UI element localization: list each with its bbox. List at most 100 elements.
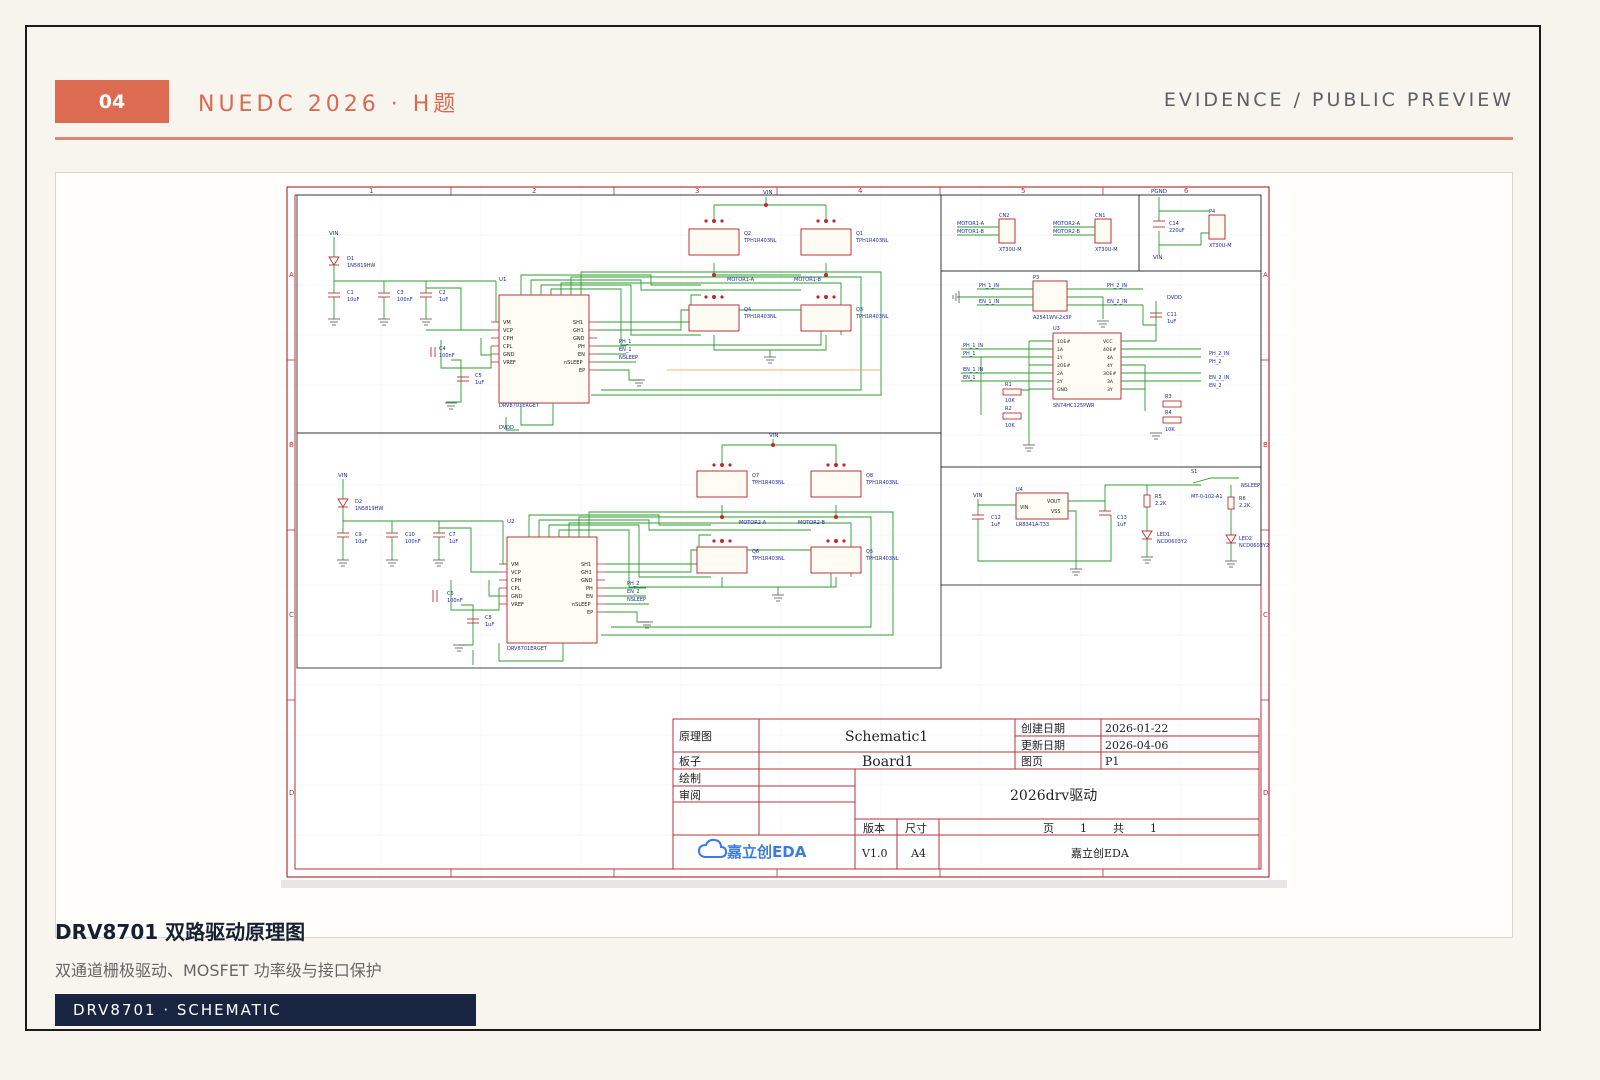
u2-pin-gh1: GH1 [581, 570, 592, 576]
jlc-eda-logo: 嘉立创EDA [697, 838, 807, 861]
resistor-r2 [1002, 412, 1022, 420]
c5-label: C5 [475, 373, 482, 379]
d1-part: 1N5819HW [347, 263, 375, 269]
motor1-b-netlabel: MOTOR1-B [794, 277, 822, 283]
u3-pin-4y: 4Y [1107, 363, 1113, 369]
pgnd-label: PGND [1151, 189, 1167, 195]
figure-caption-title: DRV8701 双路驱动原理图 [55, 920, 306, 944]
u3-ph2-in: PH_2_IN [1209, 351, 1229, 357]
q7-part: TPH1R403NL [751, 480, 785, 486]
u1-part: DRV8701ERGET [499, 403, 540, 409]
u1-pin-ph: PH [578, 344, 585, 350]
d2-label: D2 [355, 499, 362, 505]
u3-pin-1oe: 1OE# [1057, 339, 1070, 345]
c6-label: C6 [447, 591, 454, 597]
tb-value-schematic: Schematic1 [845, 729, 928, 745]
regulator-section: VIN U4 LR8341A-T33 VIN VOUT VSS [972, 469, 1269, 576]
reg-vin-label: VIN [973, 493, 983, 499]
c1-label: C1 [347, 290, 354, 296]
c4-value: 100nF [439, 353, 455, 359]
row-label-a: A [289, 271, 294, 279]
c14-value: 220uF [1169, 228, 1185, 234]
c8-value: 1uF [485, 622, 494, 628]
c9-value: 10uF [355, 539, 368, 545]
header-right-label: EVIDENCE / PUBLIC PREVIEW [1163, 89, 1514, 111]
driver-u1-section: VIN D1 1N5819HW C1 10uF C3 100nF C2 1uF [328, 190, 889, 431]
pgnd-vin-label: VIN [1153, 255, 1163, 261]
page-number-badge: 04 [55, 80, 169, 123]
motor-connectors: MOTOR1-A MOTOR1-B MOTOR2-A MOTOR2-B CN2 … [957, 213, 1118, 253]
p3-ph1-in: PH_1_IN [979, 283, 999, 289]
c14-label: C14 [1169, 221, 1179, 227]
q6-part: TPH1R403NL [751, 556, 785, 562]
diode-d1 [328, 256, 340, 266]
tb-label-version: 版本 [863, 821, 885, 835]
tb-label-created: 创建日期 [1021, 721, 1065, 735]
tb-doc-title: 2026drv驱动 [1010, 788, 1097, 804]
u2-vin-label: VIN [338, 473, 348, 479]
c8-label: C8 [485, 615, 492, 621]
u3-pin-gnd: GND [1057, 387, 1068, 393]
motor1-a-netlabel: MOTOR1-A [727, 277, 755, 283]
cn2-net-a: MOTOR1-A [957, 221, 985, 227]
col-label-3: 3 [695, 187, 699, 195]
cn1-net-a: MOTOR2-A [1053, 221, 1081, 227]
q3-part: TPH1R403NL [855, 314, 889, 320]
u2-pin-vcp: VCP [511, 570, 521, 576]
q8-part: TPH1R403NL [865, 480, 899, 486]
tb-company: 嘉立创EDA [1071, 846, 1130, 860]
led1-label: LED1 [1157, 532, 1170, 538]
row-label-a-right: A [1263, 271, 1268, 279]
c7-label: C7 [449, 532, 456, 538]
u3-pin-1y: 1Y [1057, 355, 1063, 361]
u4-pin-vss: VSS [1051, 509, 1060, 515]
col-label-2: 2 [532, 187, 536, 195]
u3-pin-3oe: 3OE# [1103, 371, 1116, 377]
u1-en1-netlabel: EN_1 [619, 347, 632, 353]
p3-ph2-in: PH_2_IN [1107, 283, 1127, 289]
c6-value: 100nF [447, 598, 463, 604]
c1-value: 10uF [347, 297, 360, 303]
c2-label: C2 [439, 290, 446, 296]
u1-vin-label: VIN [329, 231, 339, 237]
u1-ph1-netlabel: PH_1 [619, 339, 631, 345]
tb-value-page: P1 [1105, 755, 1119, 768]
led2-part: NCD0603Y2 [1239, 543, 1269, 549]
c3-label: C3 [397, 290, 404, 296]
q1-part: TPH1R403NL [855, 238, 889, 244]
p3-part: A2541WV-2x3P [1033, 315, 1071, 321]
tb-label-pages: 页 [1043, 822, 1054, 835]
u1-pin-gnd: GND [503, 352, 515, 358]
u4-pin-vout: VOUT [1047, 499, 1060, 505]
u3-en2-in: EN_2_IN [1209, 375, 1230, 381]
u1-dvdd-netlabel: DVDD [499, 425, 514, 431]
c12-value: 1uF [991, 522, 1000, 528]
tb-value-created: 2026-01-22 [1105, 722, 1168, 735]
header-title: NUEDC 2026 · H题 [198, 92, 460, 117]
tb-value-total: 1 [1150, 822, 1157, 835]
cn1-net-b: MOTOR2-B [1053, 229, 1081, 235]
tb-label-size: 尺寸 [905, 821, 927, 835]
mosfet-q8 [810, 470, 862, 498]
u2-pin-vm: VM [511, 562, 519, 568]
q5-label: Q5 [866, 549, 873, 555]
col-label-5: 5 [1021, 187, 1025, 195]
cn2-label: CN2 [999, 213, 1009, 219]
p4-label: P4 [1209, 209, 1215, 215]
tb-label-schematic: 原理图 [679, 730, 712, 743]
c7-value: 1uF [449, 539, 458, 545]
cn1-label: CN1 [1095, 213, 1105, 219]
mosfet-q4 [688, 304, 740, 332]
u2-pin-en: EN [586, 594, 593, 600]
figure-tag: DRV8701 · SCHEMATIC [55, 994, 476, 1026]
u2-part: DRV8701ERGET [507, 646, 548, 652]
title-block: 原理图 Schematic1 创建日期 2026-01-22 更新日期 2026… [672, 718, 1260, 870]
diode-d2 [337, 498, 349, 508]
r1-value: 10K [1005, 398, 1015, 404]
u1-pin-gh1: GH1 [573, 328, 584, 334]
u2-label: U2 [507, 519, 515, 525]
cn1-part: XT30U-M [1095, 247, 1118, 253]
tb-label-total: 共 [1113, 822, 1124, 835]
figure-tag-text: DRV8701 · SCHEMATIC [73, 1001, 282, 1019]
u2-pin-cph: CPH [511, 578, 522, 584]
